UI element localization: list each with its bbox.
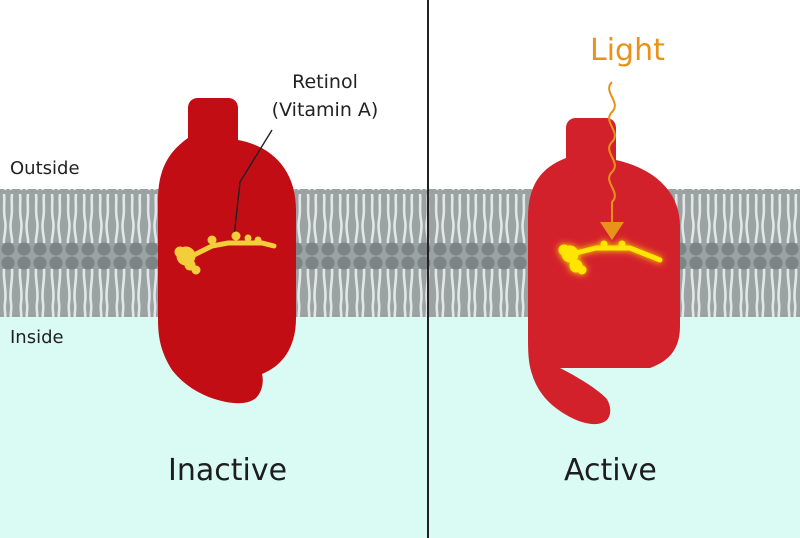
protein-inactive	[158, 98, 296, 404]
retinol-molecule-inactive	[174, 231, 277, 275]
retinol-pointer	[239, 129, 273, 183]
active-label: Active	[564, 453, 657, 488]
protein-active	[528, 118, 680, 425]
light-wave	[608, 81, 616, 222]
light-arrowhead	[600, 222, 624, 240]
outside-label: Outside	[10, 158, 80, 179]
inside-label: Inside	[10, 327, 64, 348]
retinol-label-line1: Retinol	[292, 71, 358, 93]
inactive-label: Inactive	[168, 453, 288, 488]
inside-region	[0, 316, 800, 538]
retinol-pointer-2	[233, 181, 241, 238]
light-label: Light	[590, 33, 665, 68]
retinol-label: Retinol (Vitamin A)	[255, 68, 395, 124]
retinol-molecule-active	[558, 240, 663, 275]
retinol-label-line2: (Vitamin A)	[271, 99, 379, 121]
